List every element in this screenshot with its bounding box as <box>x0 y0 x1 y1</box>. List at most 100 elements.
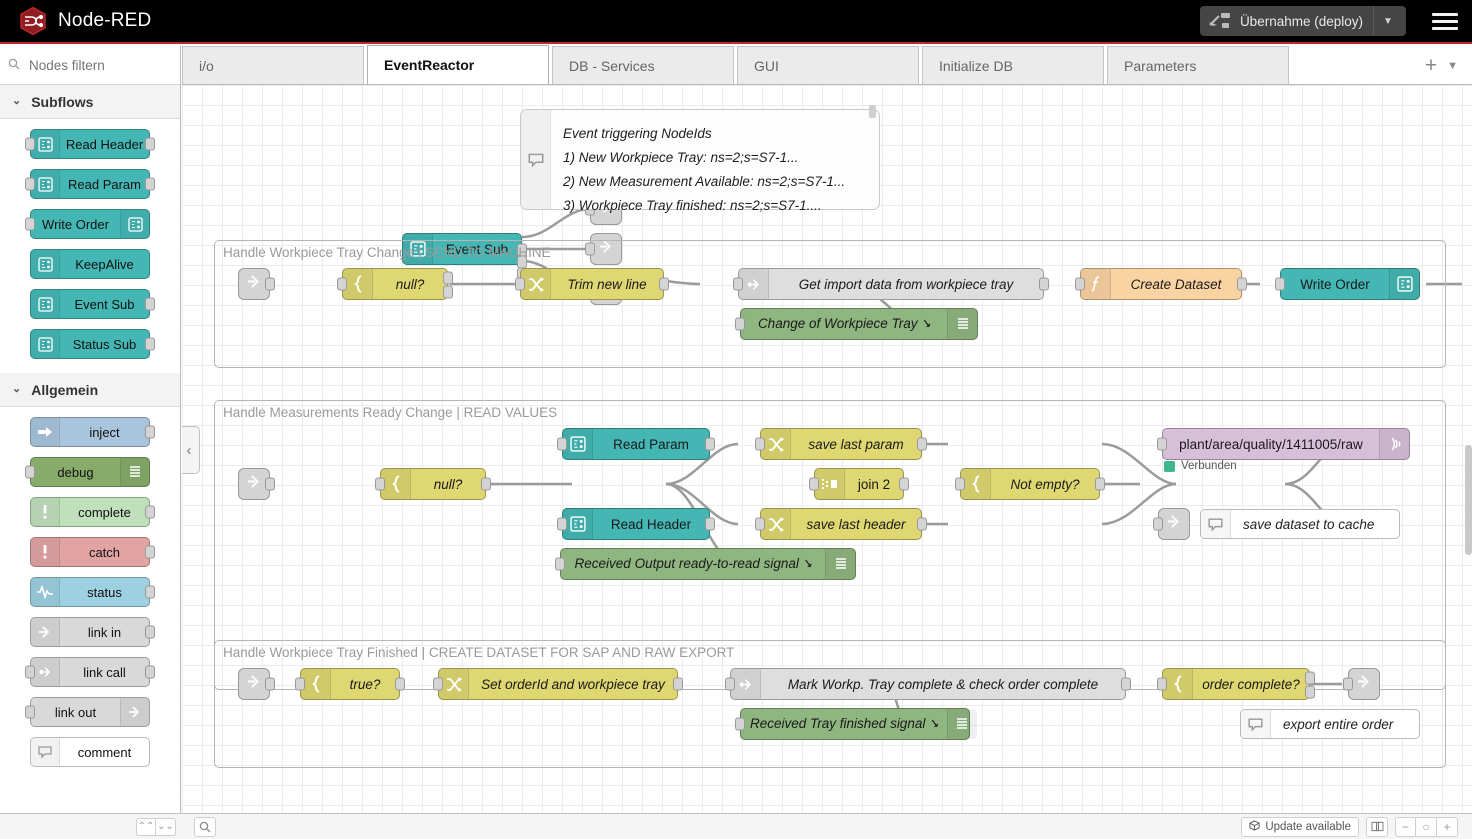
node-output-port-2[interactable] <box>1305 685 1315 699</box>
node-not-empty[interactable]: Not empty? <box>955 468 1105 500</box>
node-input-port[interactable] <box>25 217 35 231</box>
node-output-port[interactable] <box>1095 477 1105 491</box>
palette-node-event-sub[interactable]: Event Sub <box>30 289 155 319</box>
comment-node-export-entire-order[interactable]: export entire order <box>1240 709 1420 739</box>
node-received-tray-finished-debug[interactable]: Received Tray finished signal ⭨ <box>735 708 977 740</box>
node-output-port[interactable] <box>1237 277 1247 291</box>
node-output-port-1[interactable] <box>443 271 453 285</box>
node-output-port[interactable] <box>145 505 155 519</box>
node-output-port[interactable] <box>265 277 275 291</box>
node-input-port[interactable] <box>1343 677 1353 691</box>
node-null-check-1[interactable]: null? <box>337 268 453 300</box>
node-input-port[interactable] <box>1075 277 1085 291</box>
node-output-port[interactable] <box>145 545 155 559</box>
node-input-port[interactable] <box>733 277 743 291</box>
link-in-node-group2[interactable] <box>238 468 275 500</box>
node-save-last-header[interactable]: save last header <box>755 508 927 540</box>
palette-node-keepalive[interactable]: KeepAlive <box>30 249 150 279</box>
node-order-complete[interactable]: order complete? <box>1157 668 1315 700</box>
tab-io[interactable]: i/o <box>182 46 364 84</box>
node-trim-new-line[interactable]: Trim new line <box>515 268 669 300</box>
node-event-sub[interactable]: Event Sub <box>402 233 527 281</box>
node-input-port[interactable] <box>555 557 565 571</box>
node-input-port[interactable] <box>375 477 385 491</box>
node-output-port[interactable] <box>145 297 155 311</box>
tab-gui[interactable]: GUI <box>737 46 919 84</box>
tab-parameters[interactable]: Parameters <box>1107 46 1289 84</box>
node-output-port[interactable] <box>145 337 155 351</box>
node-input-port[interactable] <box>1157 677 1167 691</box>
node-output-port[interactable] <box>145 177 155 191</box>
node-output-port[interactable] <box>917 437 927 451</box>
node-output-port[interactable] <box>705 517 715 531</box>
node-input-port[interactable] <box>1275 277 1285 291</box>
node-save-last-param[interactable]: save last param <box>755 428 927 460</box>
palette-collapse-handle[interactable]: ‹ <box>182 426 200 474</box>
node-input-port[interactable] <box>25 177 35 191</box>
node-input-port[interactable] <box>557 517 567 531</box>
node-output-port[interactable] <box>899 477 909 491</box>
node-input-port[interactable] <box>25 665 35 679</box>
link-out-node-cache[interactable] <box>1153 508 1190 540</box>
palette-node-link-out[interactable]: link out <box>25 697 150 727</box>
node-output-port[interactable] <box>145 137 155 151</box>
node-join-2[interactable]: join 2 <box>809 468 909 500</box>
node-output-port-1[interactable] <box>1305 671 1315 685</box>
node-output-port[interactable] <box>395 677 405 691</box>
chevron-down-icon[interactable]: ▼ <box>1383 15 1393 27</box>
palette-node-debug[interactable]: debug <box>25 457 150 487</box>
node-set-orderid-and-workpiece-tray[interactable]: Set orderId and workpiece tray <box>433 668 683 700</box>
node-input-port[interactable] <box>25 137 35 151</box>
node-input-port[interactable] <box>1153 517 1163 531</box>
node-input-port[interactable] <box>337 277 347 291</box>
node-input-port[interactable] <box>557 437 567 451</box>
search-input[interactable] <box>27 56 167 74</box>
comment-node-event-triggering[interactable]: Event triggering NodeIds 1) New Workpiec… <box>520 105 880 213</box>
node-input-port[interactable] <box>755 517 765 531</box>
node-output-port[interactable] <box>1039 277 1049 291</box>
node-output-port-2[interactable] <box>443 285 453 299</box>
node-output-port[interactable] <box>673 677 683 691</box>
node-output-port[interactable] <box>659 277 669 291</box>
palette-node-link-call[interactable]: link call <box>25 657 155 687</box>
minus-icon[interactable]: − <box>1395 816 1416 837</box>
node-write-order[interactable]: Write Order <box>1275 268 1420 300</box>
node-input-port[interactable] <box>25 465 35 479</box>
canvas-vertical-scrollbar[interactable] <box>1465 445 1472 555</box>
node-input-port[interactable] <box>809 477 819 491</box>
palette-node-read-param[interactable]: Read Param <box>25 169 155 199</box>
plus-icon[interactable]: + <box>1424 54 1438 77</box>
chevrons-up-icon[interactable]: ⌃⌃ <box>136 817 156 836</box>
node-output-port[interactable] <box>1121 677 1131 691</box>
canvas-search-button[interactable] <box>194 816 216 837</box>
palette-node-write-order[interactable]: Write Order <box>25 209 150 239</box>
node-output-port[interactable] <box>917 517 927 531</box>
palette-node-read-header[interactable]: Read Header <box>25 129 155 159</box>
tab-eventreactor[interactable]: EventReactor <box>367 45 549 84</box>
node-input-port[interactable] <box>585 242 595 256</box>
palette-node-inject[interactable]: inject <box>30 417 155 447</box>
node-change-of-workpiece-tray-debug[interactable]: Change of Workpiece Tray ⭨ <box>735 308 978 340</box>
node-get-import-data[interactable]: Get import data from workpiece tray <box>733 268 1049 300</box>
node-input-port[interactable] <box>295 677 305 691</box>
node-true-check[interactable]: true? <box>295 668 405 700</box>
node-read-header[interactable]: Read Header <box>557 508 715 540</box>
tab-db-services[interactable]: DB - Services <box>552 46 734 84</box>
node-input-port[interactable] <box>25 705 35 719</box>
node-output-port[interactable] <box>145 425 155 439</box>
palette-node-status[interactable]: status <box>30 577 155 607</box>
node-null-check-2[interactable]: null? <box>375 468 491 500</box>
node-create-dataset[interactable]: Create Dataset <box>1075 268 1247 300</box>
book-icon[interactable] <box>1366 816 1388 837</box>
palette-node-complete[interactable]: complete <box>30 497 155 527</box>
chevron-down-icon[interactable]: ▼ <box>1447 59 1458 72</box>
plus-icon[interactable]: + <box>1437 816 1458 837</box>
node-input-port[interactable] <box>433 677 443 691</box>
tab-initialize-db[interactable]: Initialize DB <box>922 46 1104 84</box>
hamburger-menu-icon[interactable] <box>1432 12 1458 30</box>
node-output-port[interactable] <box>145 625 155 639</box>
link-out-node-export[interactable] <box>1343 668 1380 700</box>
palette-category-allgemein[interactable]: ⌄ Allgemein <box>0 373 180 407</box>
node-input-port[interactable] <box>755 437 765 451</box>
palette-category-subflows[interactable]: ⌄ Subflows <box>0 85 180 119</box>
